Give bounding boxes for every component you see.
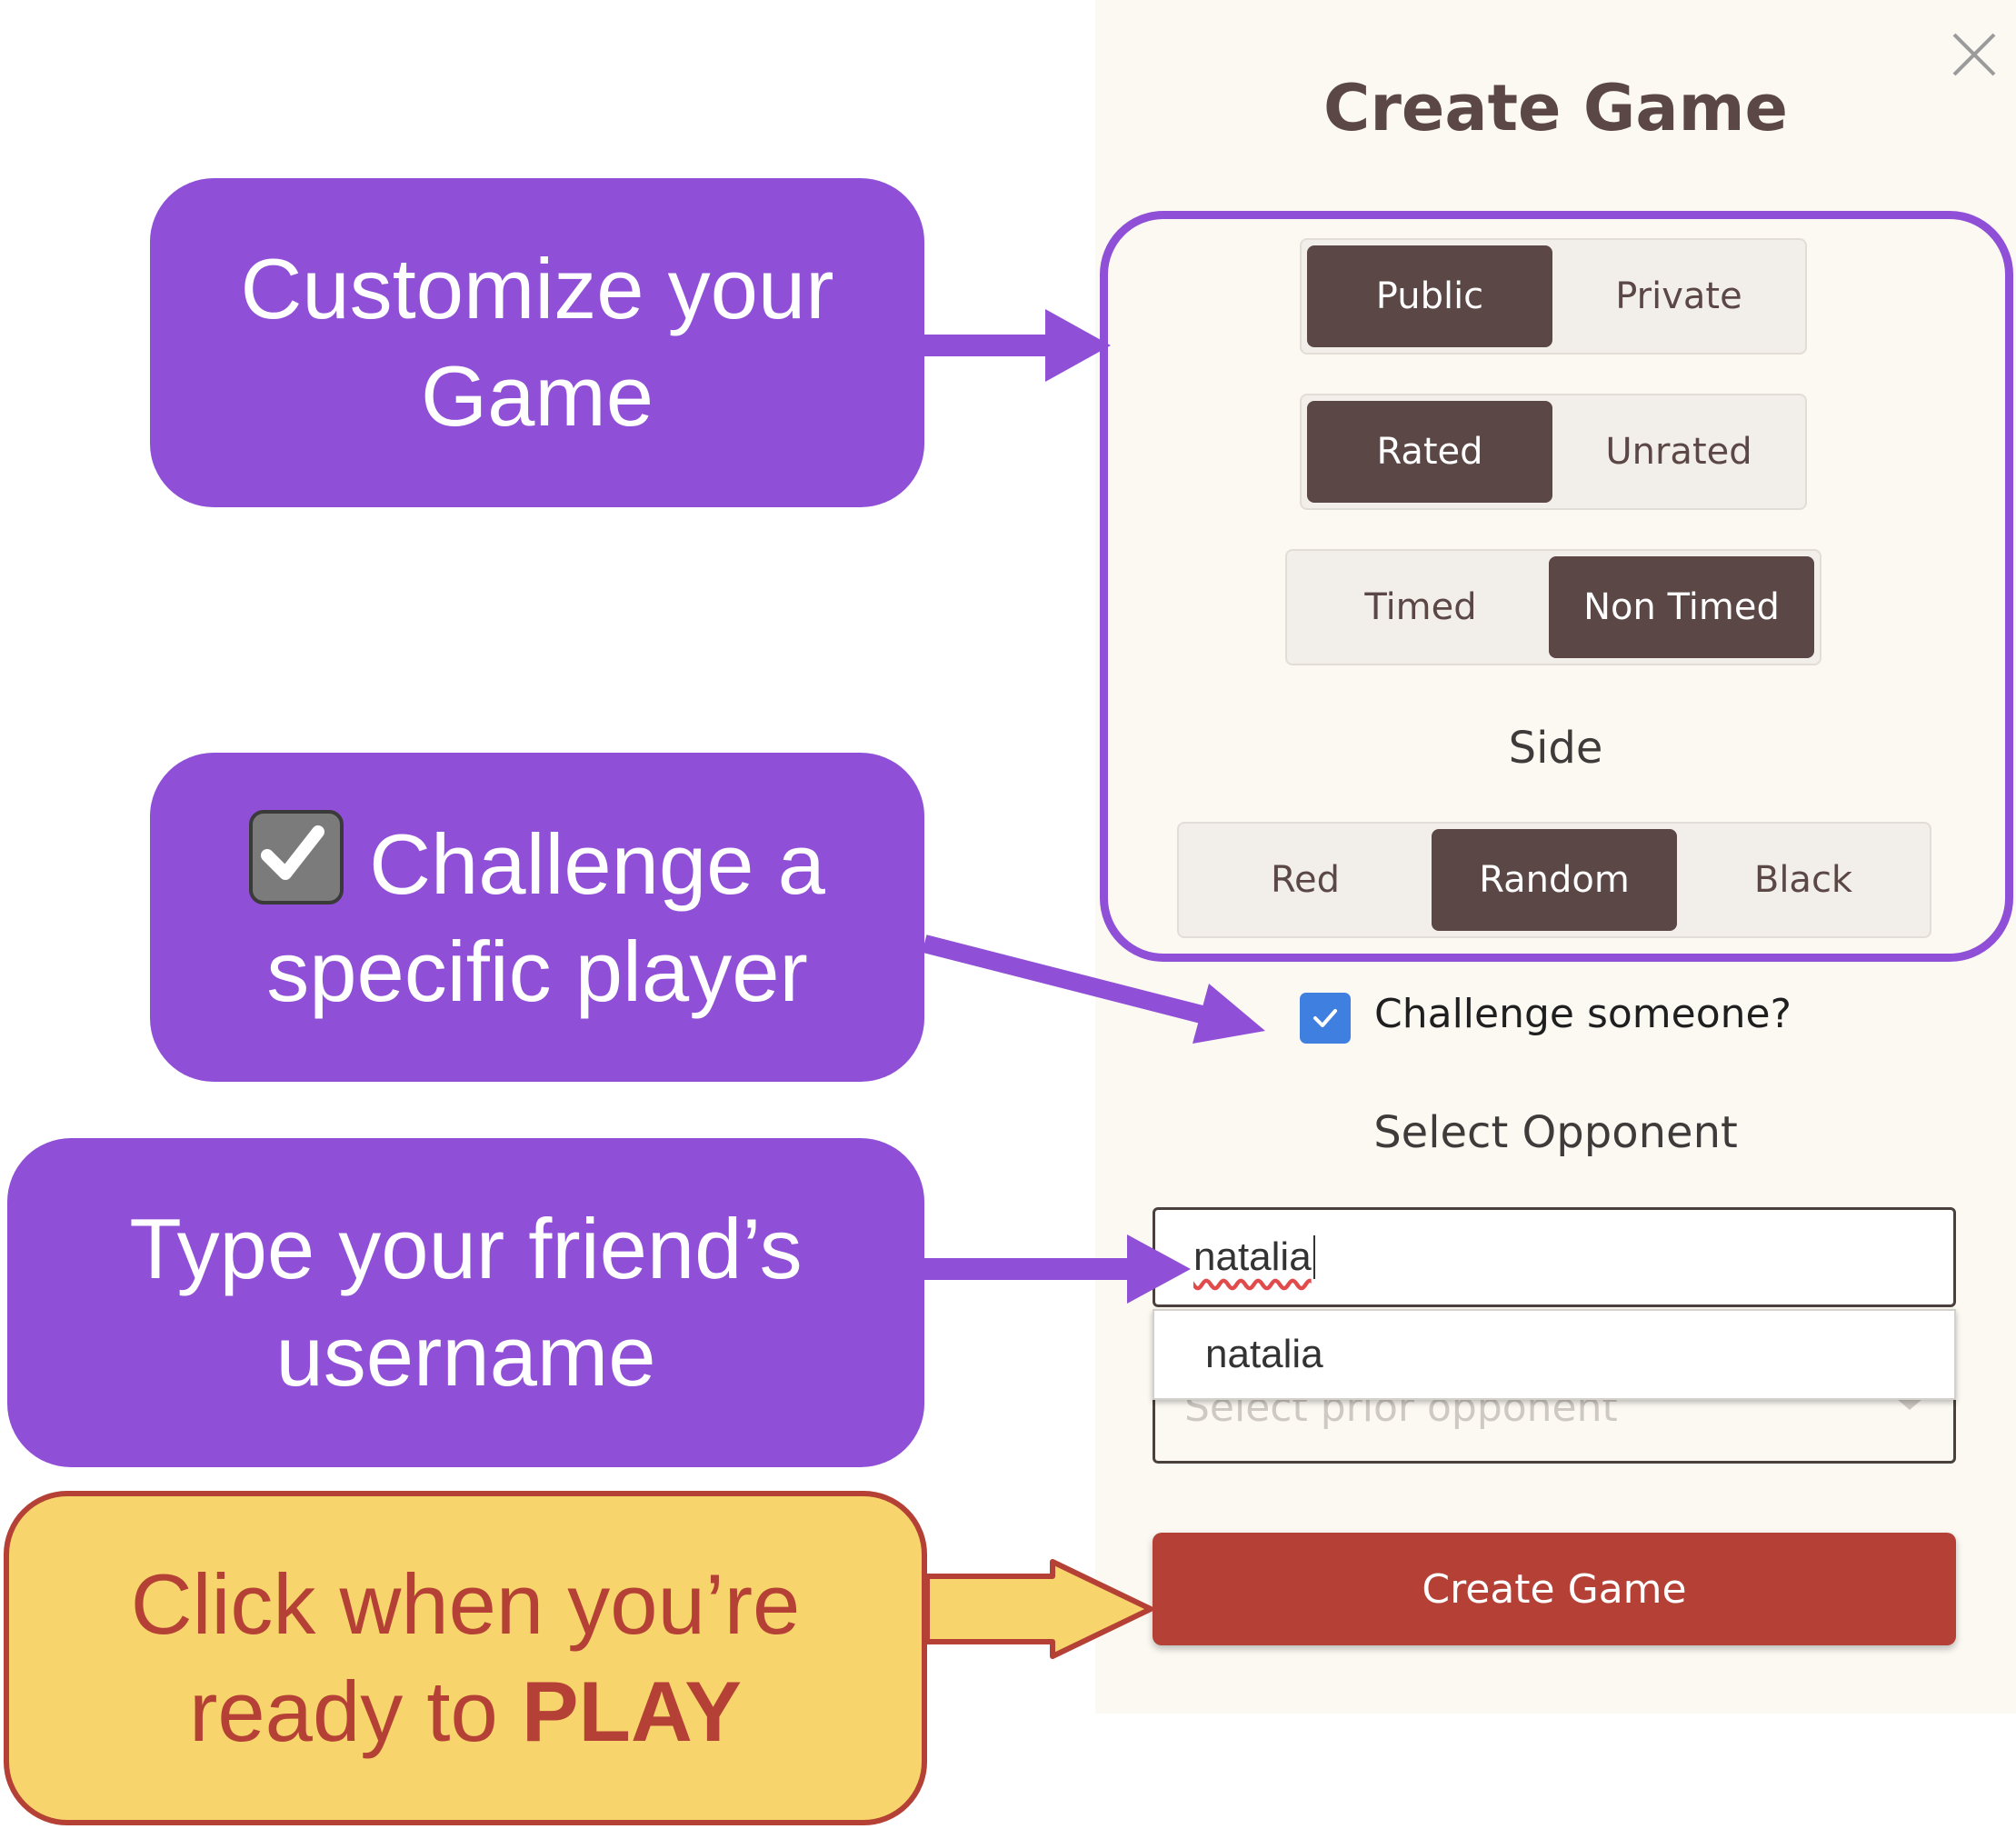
timed-option[interactable]: Timed: [1364, 586, 1477, 628]
challenge-callout: Challenge a specific player: [150, 753, 924, 1082]
rating-toggle: Rated Unrated: [1300, 394, 1807, 510]
arrow-to-input: [924, 1234, 1191, 1304]
privacy-toggle: Public Private: [1300, 238, 1807, 355]
rated-option[interactable]: Rated: [1307, 401, 1552, 503]
black-option[interactable]: Black: [1753, 859, 1853, 901]
challenge-checkbox[interactable]: [1300, 993, 1351, 1044]
checkbox-emoji-icon: [249, 809, 344, 905]
challenge-callout-line2: specific player: [266, 923, 808, 1019]
username-callout-line2: username: [275, 1308, 656, 1404]
red-option[interactable]: Red: [1271, 859, 1340, 901]
non-timed-option[interactable]: Non Timed: [1549, 556, 1814, 658]
select-opponent-label: Select Opponent: [1373, 1107, 1738, 1158]
challenge-label: Challenge someone?: [1374, 991, 1791, 1037]
timing-toggle: Timed Non Timed: [1285, 549, 1821, 665]
play-callout-line1: Click when you’re: [130, 1556, 801, 1652]
close-icon[interactable]: [1945, 25, 2003, 84]
options-highlight-frame: [1100, 211, 2013, 962]
play-callout-line2: ready to: [189, 1664, 522, 1759]
opponent-input-value: natalia: [1193, 1234, 1312, 1279]
random-option[interactable]: Random: [1432, 829, 1677, 931]
username-suggestion[interactable]: natalia: [1153, 1309, 1956, 1400]
public-option[interactable]: Public: [1307, 245, 1552, 347]
customize-callout-line2: Game: [421, 348, 654, 444]
play-callout-bold: PLAY: [521, 1664, 742, 1759]
arrow-to-options: [924, 309, 1111, 382]
challenge-callout-line1: Challenge a: [369, 815, 825, 912]
customize-callout-line1: Customize your: [240, 241, 834, 336]
side-label: Side: [1508, 723, 1603, 774]
private-option[interactable]: Private: [1615, 275, 1742, 317]
check-icon: [1313, 1009, 1337, 1027]
arrow-to-checkbox: [922, 934, 1265, 1044]
username-callout: Type your friend’s username: [7, 1138, 924, 1467]
opponent-username-input[interactable]: natalia: [1153, 1207, 1956, 1307]
arrow-to-create-button: [924, 1559, 1153, 1659]
username-callout-line1: Type your friend’s: [129, 1201, 803, 1296]
side-toggle: Red Random Black: [1177, 822, 1931, 938]
create-game-button[interactable]: Create Game: [1153, 1533, 1956, 1645]
chevron-down-icon: [1897, 1399, 1922, 1410]
unrated-option[interactable]: Unrated: [1605, 431, 1752, 473]
modal-title: Create Game: [1322, 71, 1789, 145]
text-caret: [1312, 1235, 1315, 1279]
customize-callout: Customize your Game: [150, 178, 924, 507]
play-callout: Click when you’re ready to PLAY: [4, 1491, 927, 1825]
